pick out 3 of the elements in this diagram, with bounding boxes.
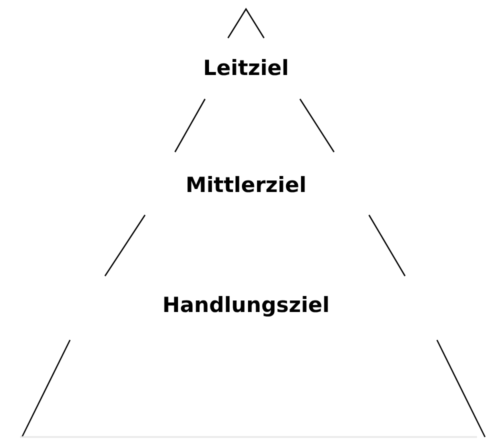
pyramid-level-label: Handlungsziel bbox=[162, 293, 330, 317]
pyramid-level-label: Leitziel bbox=[203, 56, 289, 80]
pyramid-level-label: Mittlerziel bbox=[186, 173, 306, 197]
